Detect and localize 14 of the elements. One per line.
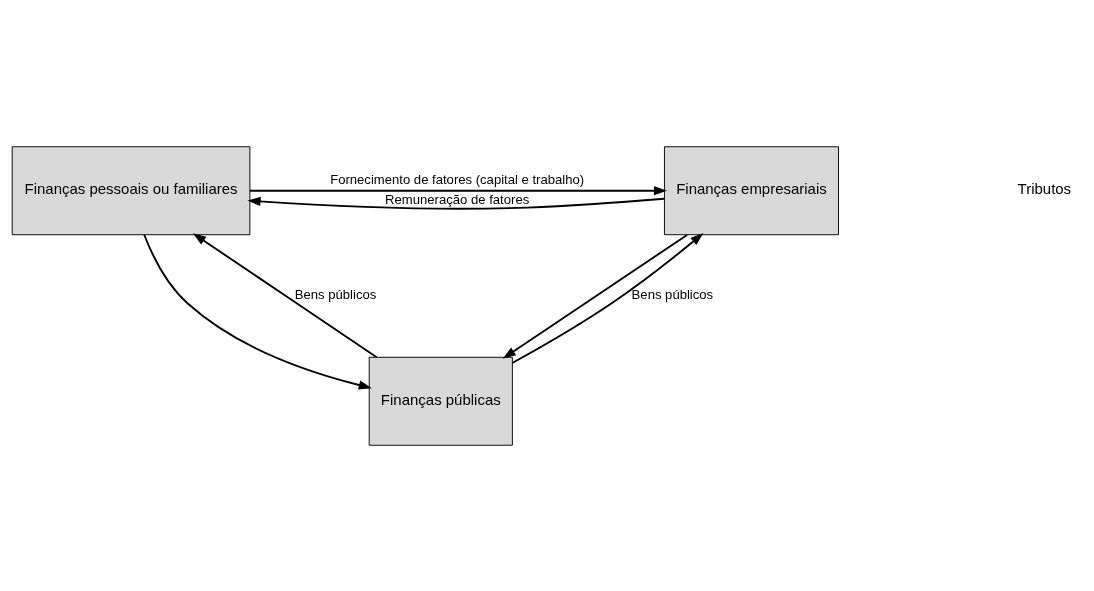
edge-label: Remuneração de fatores <box>385 191 530 207</box>
arrow <box>249 185 668 195</box>
label: Tributos <box>1017 179 1072 197</box>
edge-label: Bens públicos <box>631 286 714 302</box>
node-box: Finanças públicas <box>368 356 513 446</box>
arrow <box>143 233 372 390</box>
arrow <box>247 196 666 210</box>
node-box: Finanças pessoais ou familiares <box>11 145 251 235</box>
arrow <box>192 232 378 358</box>
edge-label: Bens públicos <box>294 286 377 302</box>
arrow <box>502 233 689 359</box>
node-box: Finanças empresariais <box>663 145 839 235</box>
edge-label: Fornecimento de fatores (capital e trabalho) <box>330 171 585 187</box>
arrow <box>511 232 704 364</box>
